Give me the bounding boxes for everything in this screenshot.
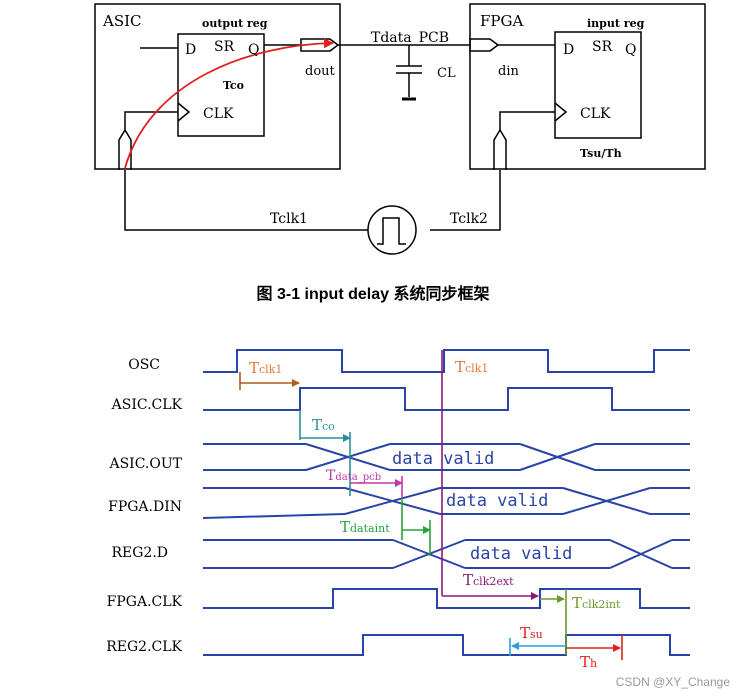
- fpga-clock-wire: [499, 111, 555, 130]
- timing-annotation-arrows: [239, 350, 623, 660]
- oscillator-wave: [377, 217, 406, 245]
- asic-pin-q: Q: [248, 42, 259, 58]
- dout-label: dout: [305, 64, 336, 79]
- signal-label-osc: OSC: [128, 357, 160, 373]
- oscillator-circle: [367, 205, 417, 255]
- asic-clk-triangle: [177, 102, 191, 122]
- asic-box: [94, 3, 341, 170]
- asic-pin-sr: SR: [214, 39, 235, 55]
- fpga-reg-label: input reg: [587, 17, 645, 30]
- asic-clock-buffer: [118, 128, 132, 170]
- asic-tco-label: Tco: [223, 79, 244, 92]
- din-buffer: [469, 38, 500, 52]
- fpga-clk-triangle: [554, 102, 568, 122]
- block-diagram: [94, 3, 706, 255]
- figure-caption: 图 3-1 input delay 系统同步框架: [257, 284, 490, 303]
- block-labels: ASIC output reg D SR Q CLK Tco dout Tdat…: [102, 12, 645, 227]
- signal-label-fpga-clk: FPGA.CLK: [107, 594, 183, 610]
- pcb-label: Tdata_PCB: [371, 30, 449, 46]
- signal-label-reg2-d: REG2.D: [111, 545, 168, 561]
- wave-asic-clk: [203, 387, 690, 411]
- clock-loop-left: [124, 170, 368, 231]
- fpga-clock-buffer: [493, 128, 507, 170]
- fpga-register: [554, 31, 642, 139]
- tclk2-label: Tclk2: [450, 211, 488, 227]
- fpga-pin-clk: CLK: [580, 106, 611, 122]
- asic-reg-label: output reg: [202, 17, 268, 30]
- data-valid-asic-out: data valid: [392, 449, 494, 469]
- watermark: CSDN @XY_Change: [616, 675, 731, 689]
- data-valid-labels: data valid data valid data valid: [392, 449, 572, 564]
- tclk1-label: Tclk1: [270, 211, 308, 227]
- signal-label-asic-clk: ASIC.CLK: [111, 397, 183, 413]
- signal-label-asic-out: ASIC.OUT: [108, 456, 182, 472]
- timing-signal-labels: OSC ASIC.CLK ASIC.OUT FPGA.DIN REG2.D FP…: [106, 357, 182, 655]
- wave-asic-out: [203, 443, 690, 471]
- signal-label-fpga-din: FPGA.DIN: [108, 499, 182, 515]
- tdataint-label: Tdataint: [340, 518, 390, 536]
- asic-clock-wire: [124, 111, 178, 130]
- din-label: din: [498, 64, 519, 79]
- timing-annotation-labels: Tclk1 Tclk1 Tco Tdata_pcb Tdataint Tclk2…: [249, 358, 621, 671]
- fpga-box: [469, 3, 706, 170]
- fpga-tsu-th-label: Tsu/Th: [580, 147, 622, 160]
- tclk1-a-label: Tclk1: [249, 359, 282, 377]
- wave-osc: [203, 349, 690, 373]
- asic-pin-d: D: [185, 42, 196, 58]
- fpga-label: FPGA: [480, 12, 523, 30]
- tclk2int-label: Tclk2int: [572, 594, 621, 612]
- fpga-pin-sr: SR: [592, 39, 613, 55]
- th-label: Th: [580, 653, 597, 671]
- wave-reg2-clk: [203, 634, 690, 656]
- tco-label: Tco: [312, 416, 335, 434]
- asic-pin-clk: CLK: [203, 106, 234, 122]
- critical-path-arrow: [124, 38, 334, 169]
- signal-label-reg2-clk: REG2.CLK: [106, 639, 182, 655]
- fpga-pin-d: D: [563, 42, 574, 58]
- cl-label: CL: [437, 66, 456, 81]
- tclk1-b-label: Tclk1: [455, 358, 488, 376]
- wave-reg2-d: [203, 539, 690, 569]
- data-valid-fpga-din: data valid: [446, 491, 548, 511]
- asic-label: ASIC: [102, 12, 142, 30]
- tsu-label: Tsu: [520, 624, 543, 642]
- tclk2ext-label: Tclk2ext: [463, 571, 514, 589]
- tdata-pcb-label: Tdata_pcb: [326, 468, 381, 484]
- wave-fpga-din: [202, 487, 690, 519]
- data-valid-reg2-d: data valid: [470, 544, 572, 564]
- fpga-pin-q: Q: [625, 42, 636, 58]
- clock-loop-right: [430, 170, 501, 231]
- asic-register: [177, 33, 265, 137]
- timing-waveforms: [202, 349, 690, 656]
- wave-fpga-clk: [203, 588, 690, 609]
